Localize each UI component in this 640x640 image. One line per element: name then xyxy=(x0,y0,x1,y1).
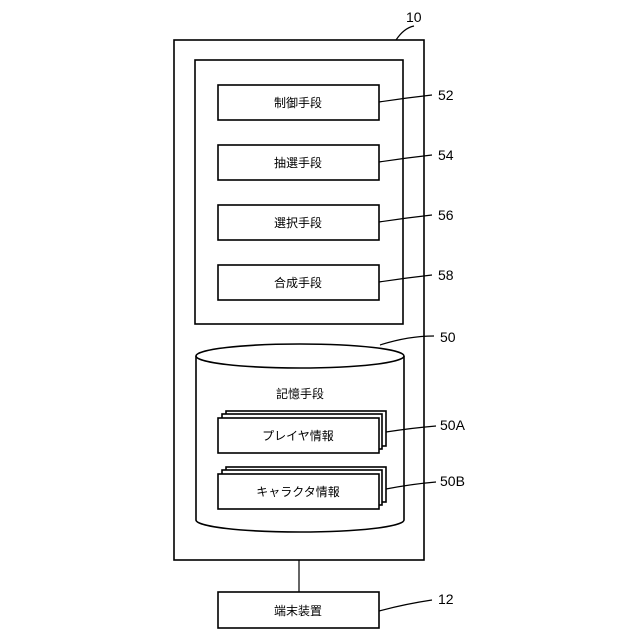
storage-label: 記憶手段 xyxy=(276,386,324,401)
selection-unit-ref: 56 xyxy=(438,207,454,223)
device-leader-line xyxy=(396,26,414,40)
storage-ref: 50 xyxy=(440,329,456,345)
device-ref-label: 10 xyxy=(406,9,422,25)
control-unit-label: 制御手段 xyxy=(274,95,322,110)
lottery-unit-ref: 54 xyxy=(438,147,454,163)
selection-unit-label: 選択手段 xyxy=(274,215,322,230)
terminal-leader-line xyxy=(379,600,432,611)
player-info-ref: 50A xyxy=(440,417,466,433)
control-unit-ref: 52 xyxy=(438,87,454,103)
terminal-label: 端末装置 xyxy=(274,604,322,618)
synthesis-unit-ref: 58 xyxy=(438,267,454,283)
terminal-ref: 12 xyxy=(438,591,454,607)
character-info-label: キャラクタ情報 xyxy=(256,485,340,499)
lottery-unit-label: 抽選手段 xyxy=(274,155,322,170)
player-info-label: プレイヤ情報 xyxy=(262,429,334,443)
synthesis-unit-label: 合成手段 xyxy=(274,275,322,290)
character-info-ref: 50B xyxy=(440,473,465,489)
